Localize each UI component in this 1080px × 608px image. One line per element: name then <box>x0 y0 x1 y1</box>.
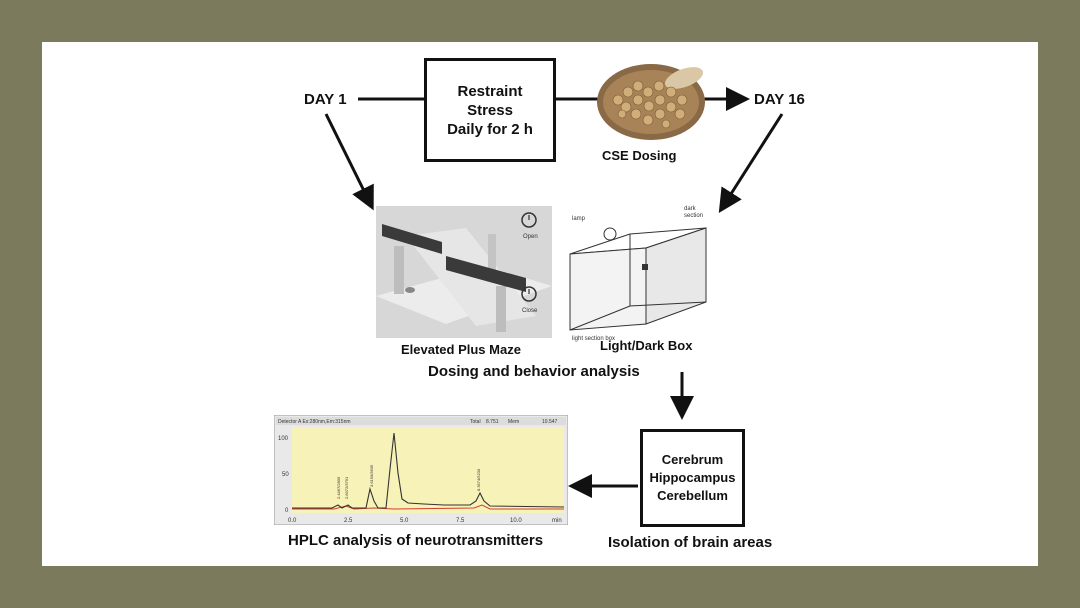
arrow-day1-to-epm <box>324 113 374 211</box>
hplc-trace <box>292 432 565 509</box>
hplc-y-tick-50: 50 <box>282 472 289 478</box>
ldb-dark-text: dark <box>684 206 697 212</box>
epm-close-text: Close <box>522 308 538 314</box>
hplc-peak-2: 2.8372/3791 <box>344 476 349 499</box>
hplc-header-right: 10.547 <box>542 419 558 425</box>
restraint-stress-box: Restraint Stress Daily for 2 h <box>424 58 556 162</box>
ldb-section-text: section <box>684 213 703 219</box>
hplc-header-left: Detector A Ex:280nm,Em:315nm <box>278 419 351 425</box>
epm-label: Elevated Plus Maze <box>401 342 521 357</box>
ldb-lamp-text: lamp <box>572 216 586 222</box>
hplc-x-tick-5: 5.0 <box>400 518 409 524</box>
ldb-label: Light/Dark Box <box>600 338 693 353</box>
brain-area-cerebellum: Cerebellum <box>657 488 728 503</box>
stress-line-2: Stress <box>467 101 513 119</box>
day-1-label: DAY 1 <box>304 91 347 108</box>
day-16-label: DAY 16 <box>754 91 805 108</box>
hplc-peak-3: 3.6150/3635 <box>369 464 374 487</box>
elevated-plus-maze-image: Open Close <box>376 206 552 338</box>
brain-area-hippocampus: Hippocampus <box>649 470 736 485</box>
hplc-x-tick-10: 10.0 <box>510 518 522 524</box>
hplc-x-tick-7-5: 7.5 <box>456 518 465 524</box>
hplc-peak-4: 8.3574/5230 <box>476 468 481 491</box>
hplc-y-tick-0: 0 <box>285 508 289 514</box>
behavior-caption: Dosing and behavior analysis <box>428 363 640 380</box>
ldb-light-box-text: light section box <box>572 336 615 342</box>
hplc-x-tick-2-5: 2.5 <box>344 518 353 524</box>
flow-arrows <box>324 87 784 498</box>
cse-seeds-image <box>597 64 705 140</box>
hplc-header-unit: Mem <box>508 419 519 425</box>
brain-area-cerebrum: Cerebrum <box>661 452 724 467</box>
stress-line-1: Restraint <box>457 82 523 100</box>
hplc-chromatogram: Detector A Ex:280nm,Em:315nm Total 8.751… <box>274 415 568 525</box>
hplc-peak-1: 2.4467/2809 <box>336 476 341 499</box>
hplc-y-tick-100: 100 <box>278 436 289 442</box>
diagram-panel: DAY 1 DAY 16 Restraint Stress Daily for … <box>42 42 1038 566</box>
hplc-x-tick-0: 0.0 <box>288 518 297 524</box>
brain-caption: Isolation of brain areas <box>608 534 773 551</box>
brain-areas-box: Cerebrum Hippocampus Cerebellum <box>640 429 745 527</box>
epm-open-text: Open <box>523 234 538 240</box>
hplc-x-unit: min <box>552 518 562 524</box>
hplc-caption: HPLC analysis of neurotransmitters <box>288 532 544 549</box>
hplc-header-total: Total <box>470 419 481 425</box>
light-dark-box-image: lamp dark section light section box <box>569 206 707 342</box>
cse-dosing-label: CSE Dosing <box>602 148 677 163</box>
hplc-header-total-value: 8.751 <box>486 419 499 425</box>
arrow-day16-to-ldb <box>718 113 784 214</box>
stress-line-3: Daily for 2 h <box>447 120 533 138</box>
